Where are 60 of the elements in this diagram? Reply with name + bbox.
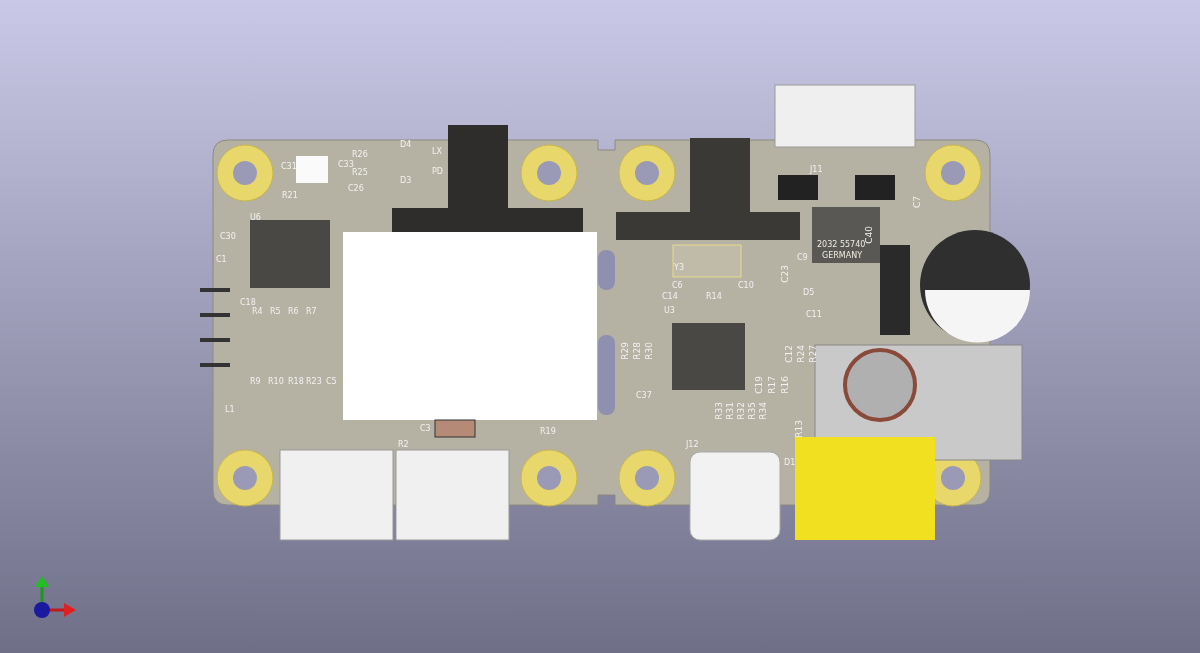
designator-label: R5 xyxy=(270,307,281,316)
designator-label: L1 xyxy=(225,405,235,414)
designator-label: R19 xyxy=(540,427,556,436)
chip-marking: 2032 55740 xyxy=(817,240,866,249)
designator-label: C31 xyxy=(281,162,297,171)
designator-label: C37 xyxy=(636,391,652,400)
designator-label: C14 xyxy=(662,292,678,301)
designator-label: U3 xyxy=(664,306,675,315)
designator-label: D3 xyxy=(400,176,412,185)
designator-label: R13 xyxy=(794,420,804,438)
designator-label: R16 xyxy=(780,376,790,394)
designator-label: LX xyxy=(432,147,442,156)
designator-label: C23 xyxy=(780,265,790,283)
designator-label: C30 xyxy=(220,232,236,241)
designator-label: R7 xyxy=(306,307,317,316)
designator-label: PD xyxy=(432,167,443,176)
designator-label: R27 xyxy=(808,345,818,363)
designator-label: R21 xyxy=(282,191,298,200)
designator-label: C26 xyxy=(348,184,364,193)
designator-label: R4 xyxy=(252,307,263,316)
designator-label: C9 xyxy=(797,253,808,262)
designator-label: R2 xyxy=(398,440,409,449)
designator-label: R9 xyxy=(250,377,261,386)
designator-label: R18 xyxy=(288,377,304,386)
designator-label: R14 xyxy=(706,292,722,301)
designator-label: R34 xyxy=(758,402,768,420)
designator-label: C10 xyxy=(738,281,754,290)
designator-label: R30 xyxy=(644,342,654,360)
designator-label: R10 xyxy=(268,377,284,386)
designator-label: R35 xyxy=(747,402,757,420)
designator-label: C6 xyxy=(672,281,683,290)
designator-label: R31 xyxy=(725,402,735,420)
designator-label: C3 xyxy=(420,424,431,433)
designator-label: D4 xyxy=(400,140,412,149)
designator-label: U6 xyxy=(250,213,261,222)
designator-label: D5 xyxy=(803,288,815,297)
designator-label: R26 xyxy=(352,150,368,159)
designator-label: J12 xyxy=(686,440,699,449)
designator-label: R33 xyxy=(714,402,724,420)
chip-marking: GERMANY xyxy=(822,251,863,260)
designator-label: C19 xyxy=(754,376,764,394)
designator-label: D1 xyxy=(784,458,796,467)
designator-label: R17 xyxy=(767,376,777,394)
designator-label: C11 xyxy=(806,310,822,319)
designator-label: C40 xyxy=(864,226,874,244)
designator-label: R28 xyxy=(632,342,642,360)
designator-label: R23 xyxy=(306,377,322,386)
designator-label: C7 xyxy=(912,196,922,208)
designator-label: C5 xyxy=(326,377,337,386)
designator-label: J11 xyxy=(810,165,823,174)
designator-label: C18 xyxy=(240,298,256,307)
designator-label: C33 xyxy=(338,160,354,169)
designator-label: R25 xyxy=(352,168,368,177)
designator-label: R6 xyxy=(288,307,299,316)
designator-label: R32 xyxy=(736,402,746,420)
designator-label: R24 xyxy=(796,345,806,363)
designator-label: C12 xyxy=(784,345,794,363)
designator-label: Y3 xyxy=(674,263,684,272)
designator-label: C1 xyxy=(216,255,227,264)
designator-label: R29 xyxy=(620,342,630,360)
